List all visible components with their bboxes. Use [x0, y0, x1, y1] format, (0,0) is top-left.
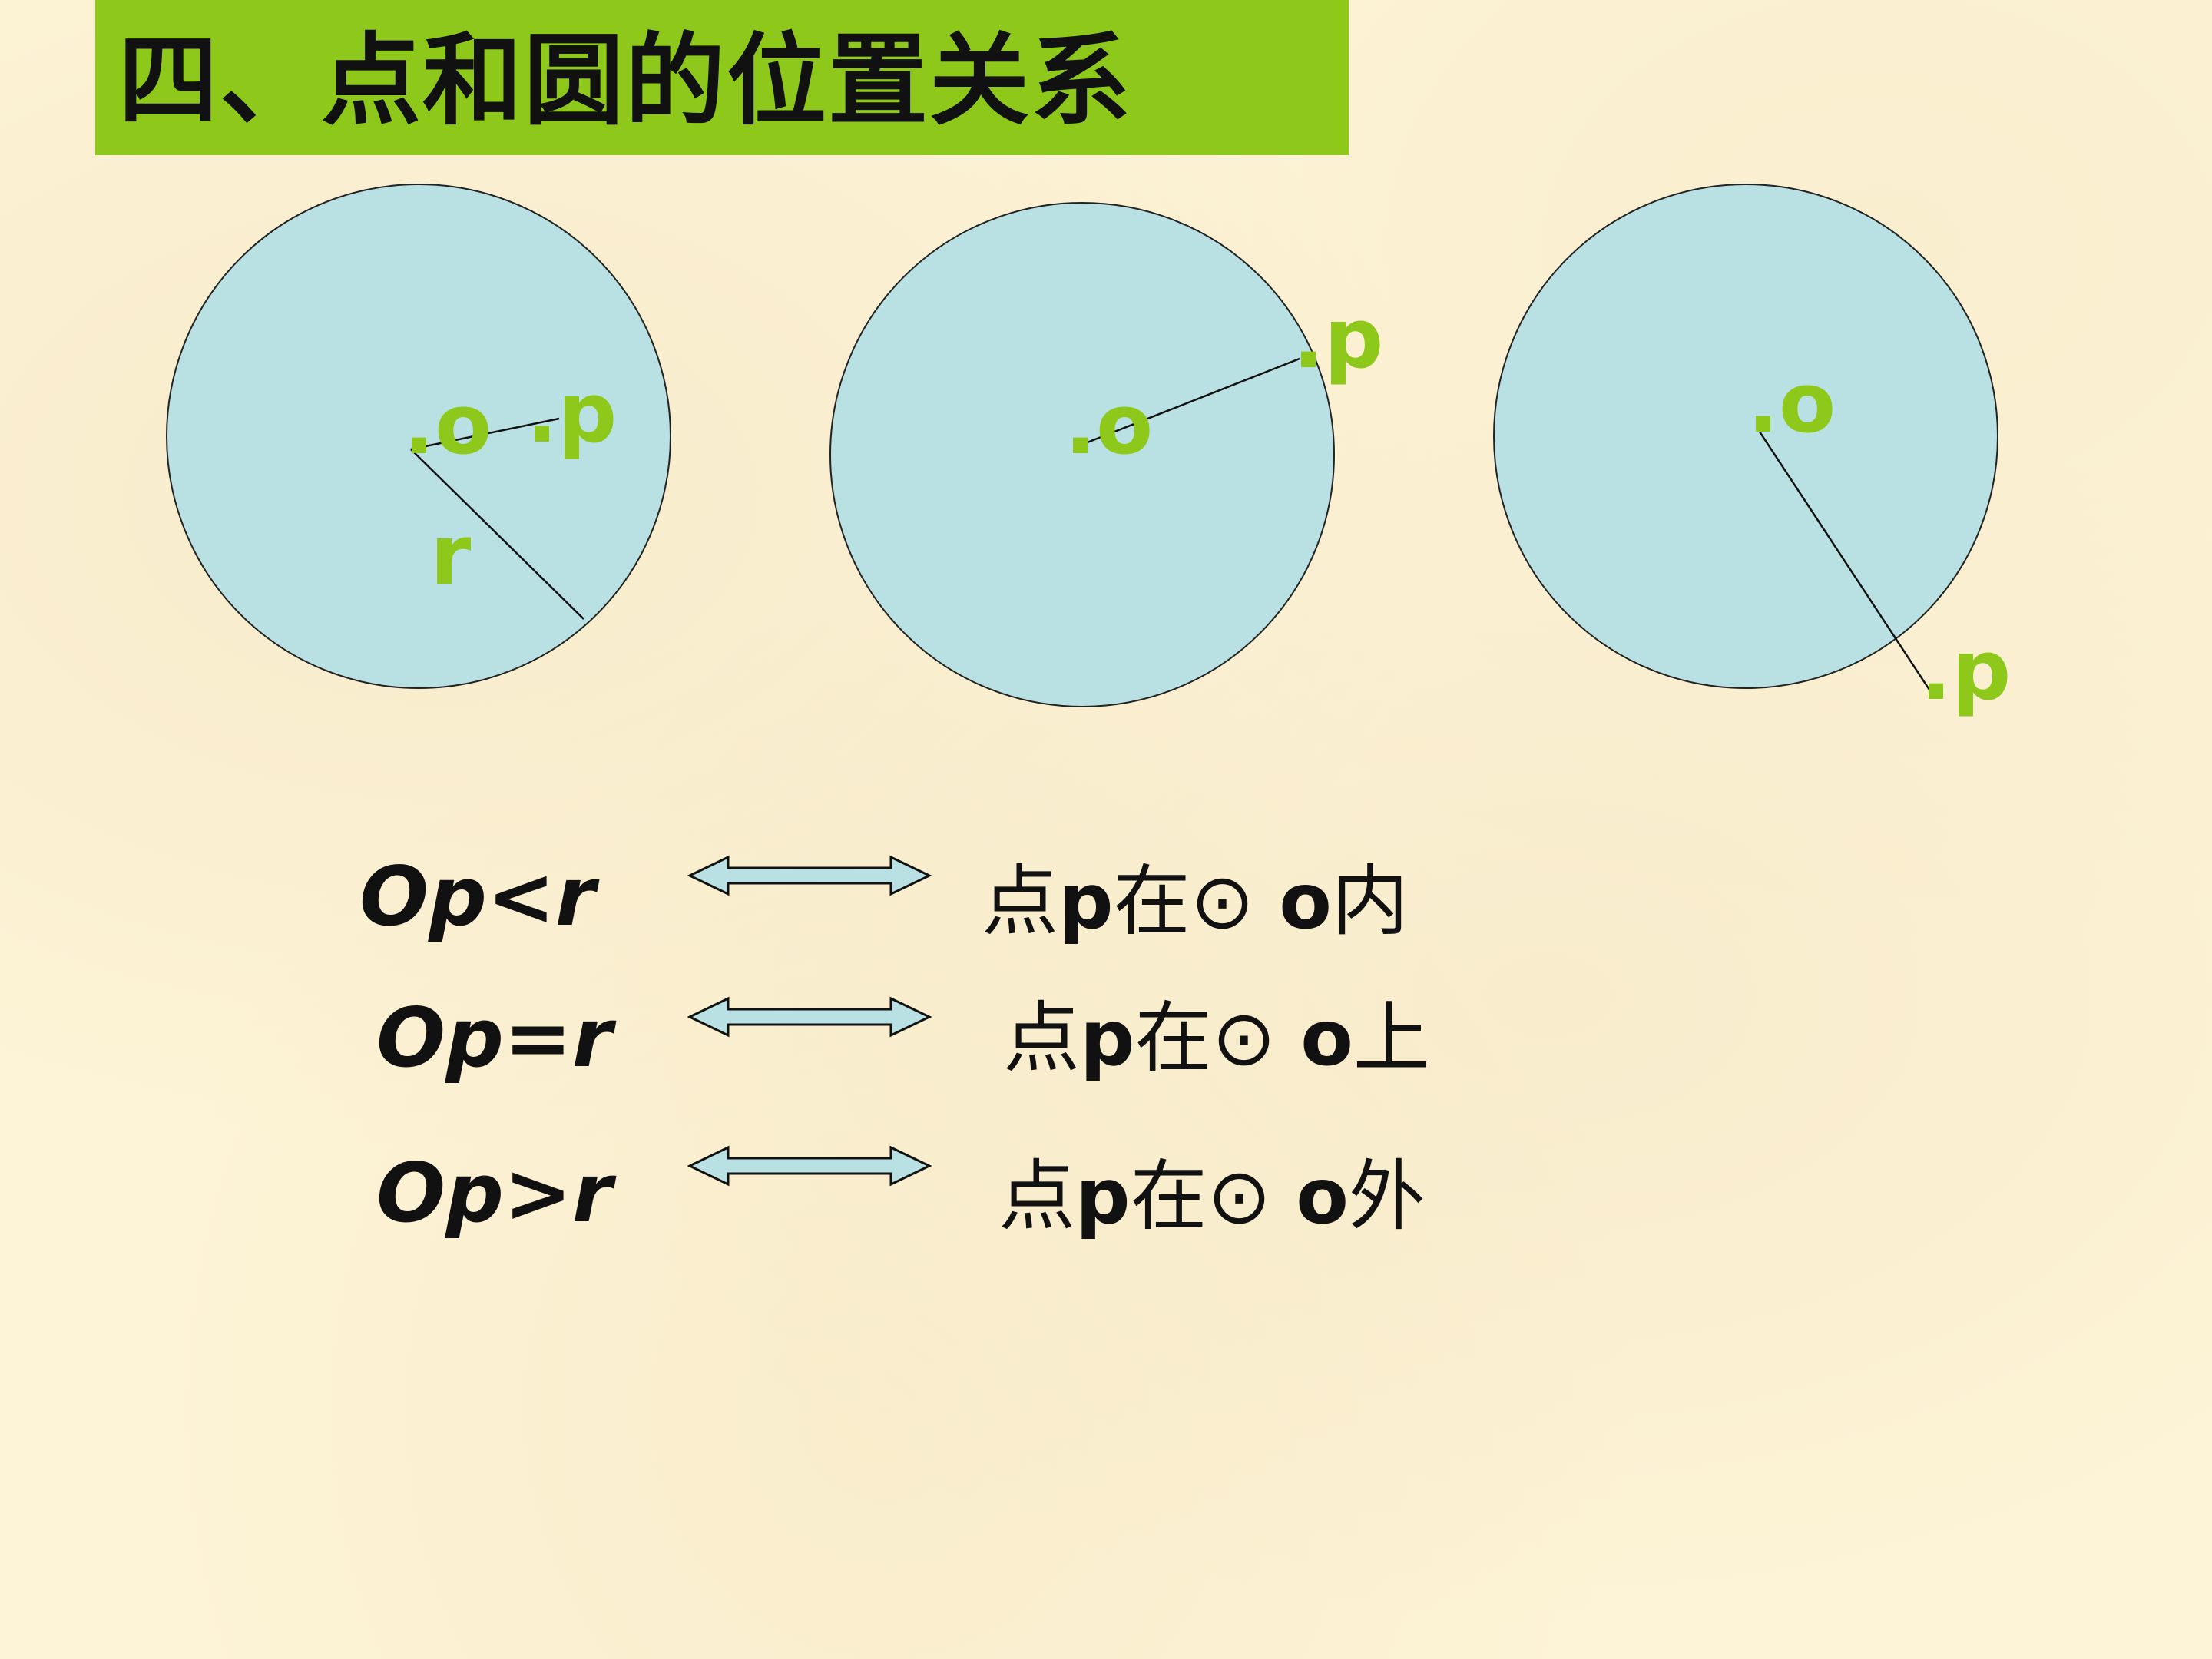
double-arrow-icon: [687, 996, 932, 1038]
relation-suffix: 内: [1331, 856, 1409, 946]
relation-right-2: 点p在⊙ o上: [1003, 992, 1430, 1084]
page-title: 四、点和圆的位置关系: [118, 22, 1133, 139]
title-bar: 四、点和圆的位置关系: [95, 0, 1349, 155]
relation-left-3: Op>r: [376, 1146, 613, 1240]
relation-left-1: Op<r: [359, 849, 596, 944]
double-arrow-icon: [687, 855, 932, 896]
relation-p: p: [1058, 856, 1114, 946]
label-p: .p: [1293, 291, 1383, 387]
circle-outside: [1493, 184, 1998, 689]
label-p: .p: [1920, 623, 2011, 719]
diagram-inside: .o .p r: [166, 184, 671, 689]
label-o: .o: [1065, 377, 1153, 473]
label-r: r: [430, 508, 471, 604]
diagram-outside: .o .p: [1493, 184, 2011, 719]
relation-p: p: [1075, 1151, 1131, 1241]
label-p: .p: [526, 366, 617, 462]
relation-prefix: 点: [1003, 993, 1080, 1083]
op-segment: [410, 417, 560, 451]
relation-mid: 在⊙: [1113, 856, 1255, 946]
relation-left-2: Op=r: [376, 991, 613, 1085]
circle-on: [830, 202, 1335, 707]
double-arrow-icon: [687, 1145, 932, 1187]
relation-right-3: 点p在⊙ o外: [998, 1151, 1426, 1243]
relation-mid: 在⊙: [1130, 1151, 1272, 1241]
label-o: .o: [403, 377, 492, 473]
relation-o: o: [1296, 1151, 1349, 1241]
relation-mid: 在⊙: [1134, 993, 1277, 1083]
relation-prefix: 点: [998, 1151, 1075, 1241]
label-o: .o: [1747, 356, 1836, 452]
relation-suffix: 外: [1348, 1151, 1426, 1241]
op-segment: [1073, 357, 1300, 449]
circle-inside: [166, 184, 671, 689]
radius-line: [410, 449, 584, 620]
op-segment: [1755, 426, 1931, 690]
relation-suffix: 上: [1353, 993, 1430, 1083]
relation-o: o: [1300, 993, 1353, 1083]
diagram-on: .o .p: [830, 202, 1383, 707]
relation-right-1: 点p在⊙ o内: [982, 856, 1409, 948]
relation-o: o: [1279, 856, 1332, 946]
relation-p: p: [1080, 993, 1135, 1083]
relation-prefix: 点: [982, 856, 1058, 946]
